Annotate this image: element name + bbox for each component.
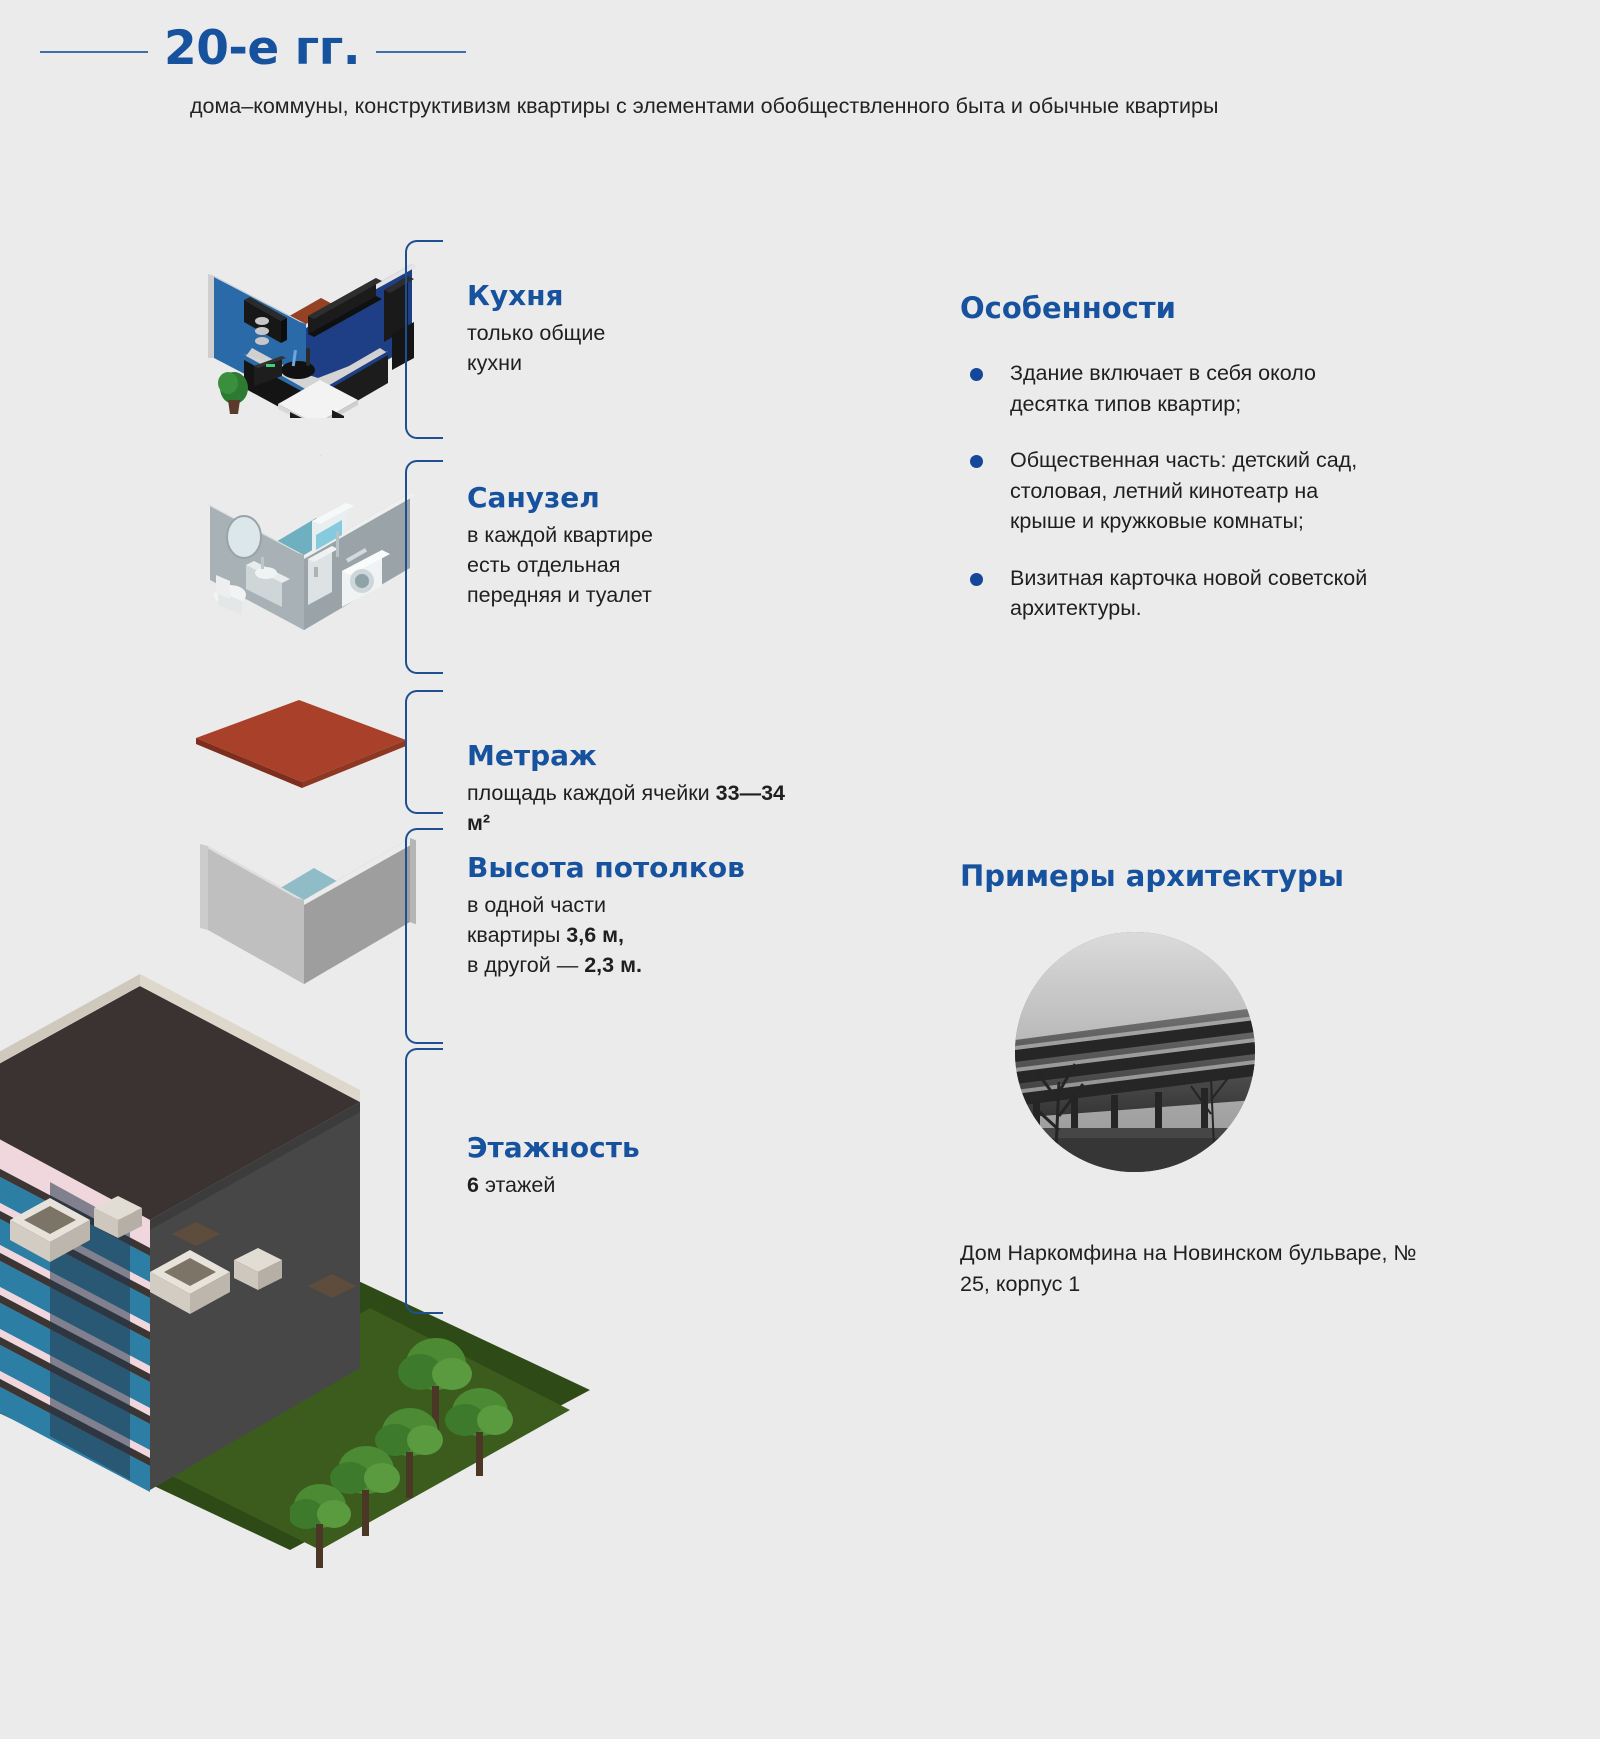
bullet-dot-icon	[970, 572, 983, 586]
feature-bathroom-desc-line3: передняя и туалет	[467, 583, 652, 607]
feature-ceiling-desc: в одной части квартиры 3,6 м, в другой —…	[467, 890, 797, 980]
feature-floors-value: 6	[467, 1173, 479, 1197]
feature-floors-desc: 6 этажей	[467, 1170, 797, 1200]
list-item: Здание включает в себя около десятка тип…	[960, 358, 1390, 419]
specials-item-text: Визитная карточка новой советской архите…	[1010, 565, 1368, 621]
specials-item-text: Общественная часть: детский сад, столова…	[1010, 448, 1358, 533]
page-title: 20-е гг.	[164, 21, 361, 76]
feature-kitchen-title: Кухня	[467, 279, 564, 312]
feature-floors-suffix: этажей	[478, 1173, 556, 1197]
isometric-empty-room-icon	[200, 838, 416, 984]
isometric-kitchen-room-icon	[208, 264, 418, 418]
specials-item-text: Здание включает в себя около десятка тип…	[1010, 361, 1316, 416]
feature-ceiling-value-1: 3,6 м,	[566, 923, 625, 947]
bracket-ceiling	[405, 828, 443, 1044]
title-rule-right	[376, 51, 467, 53]
feature-ceiling-desc-line3-prefix: в другой —	[467, 953, 585, 977]
feature-area-desc-prefix: площадь каждой ячейки	[467, 781, 716, 805]
bullet-dot-icon	[970, 368, 983, 381]
feature-bathroom-desc-line1: в каждой квартире	[467, 523, 653, 547]
feature-kitchen-desc-line2: кухни	[467, 351, 523, 375]
bracket-bathroom	[405, 460, 443, 674]
feature-area-value: 33—34 м²	[467, 781, 786, 835]
feature-bathroom-title: Санузел	[467, 481, 600, 514]
feature-kitchen-desc-line1: только общие	[467, 321, 606, 345]
feature-area-text: Метраж площадь каждой ячейки 33—34 м²	[467, 738, 797, 838]
feature-ceiling-desc-line2-prefix: квартиры	[467, 923, 567, 947]
feature-floors-text: Этажность 6 этажей	[467, 1130, 797, 1200]
feature-ceiling-title: Высота потолков	[467, 851, 745, 884]
examples-section: Примеры архитектуры	[960, 858, 1420, 894]
narkomfin-building-photo	[1015, 932, 1255, 1172]
bracket-floors	[405, 1048, 443, 1314]
feature-kitchen-desc: только общие кухни	[467, 318, 797, 378]
bullet-dot-icon	[970, 455, 983, 468]
title-rule-left	[40, 51, 148, 53]
feature-ceiling-value-2: 2,3 м.	[584, 953, 642, 977]
list-item: Визитная карточка новой советской архите…	[960, 563, 1390, 624]
specials-heading: Особенности	[960, 291, 1176, 325]
feature-bathroom-desc-line2: есть отдельная	[467, 553, 621, 577]
bracket-area	[405, 690, 443, 814]
feature-ceiling-desc-line1: в одной части	[467, 893, 607, 917]
bracket-kitchen	[405, 240, 443, 439]
examples-heading: Примеры архитектуры	[960, 859, 1345, 893]
photo-caption: Дом Наркомфина на Новинском бульваре, № …	[960, 1241, 1417, 1296]
title-row: 20-е гг.	[0, 18, 700, 80]
list-item: Общественная часть: детский сад, столова…	[960, 445, 1390, 537]
trees-icon	[290, 1338, 513, 1568]
feature-bathroom-desc: в каждой квартире есть отдельная передня…	[467, 520, 797, 610]
feature-floors-title: Этажность	[467, 1131, 640, 1164]
feature-area-desc: площадь каждой ячейки 33—34 м²	[467, 778, 797, 838]
subtitle: дома–коммуны, конструктивизм квартиры с …	[190, 94, 1219, 118]
feature-area-title: Метраж	[467, 739, 597, 772]
specials-section: Особенности Здание включает в себя около…	[960, 290, 1420, 650]
isometric-bathroom-room-icon	[204, 455, 416, 630]
feature-ceiling-text: Высота потолков в одной части квартиры 3…	[467, 850, 797, 980]
isometric-floor-plane-icon	[196, 700, 406, 788]
feature-bathroom-text: Санузел в каждой квартире есть отдельная…	[467, 480, 797, 610]
feature-kitchen-text: Кухня только общие кухни	[467, 278, 797, 378]
specials-list: Здание включает в себя около десятка тип…	[960, 358, 1420, 624]
